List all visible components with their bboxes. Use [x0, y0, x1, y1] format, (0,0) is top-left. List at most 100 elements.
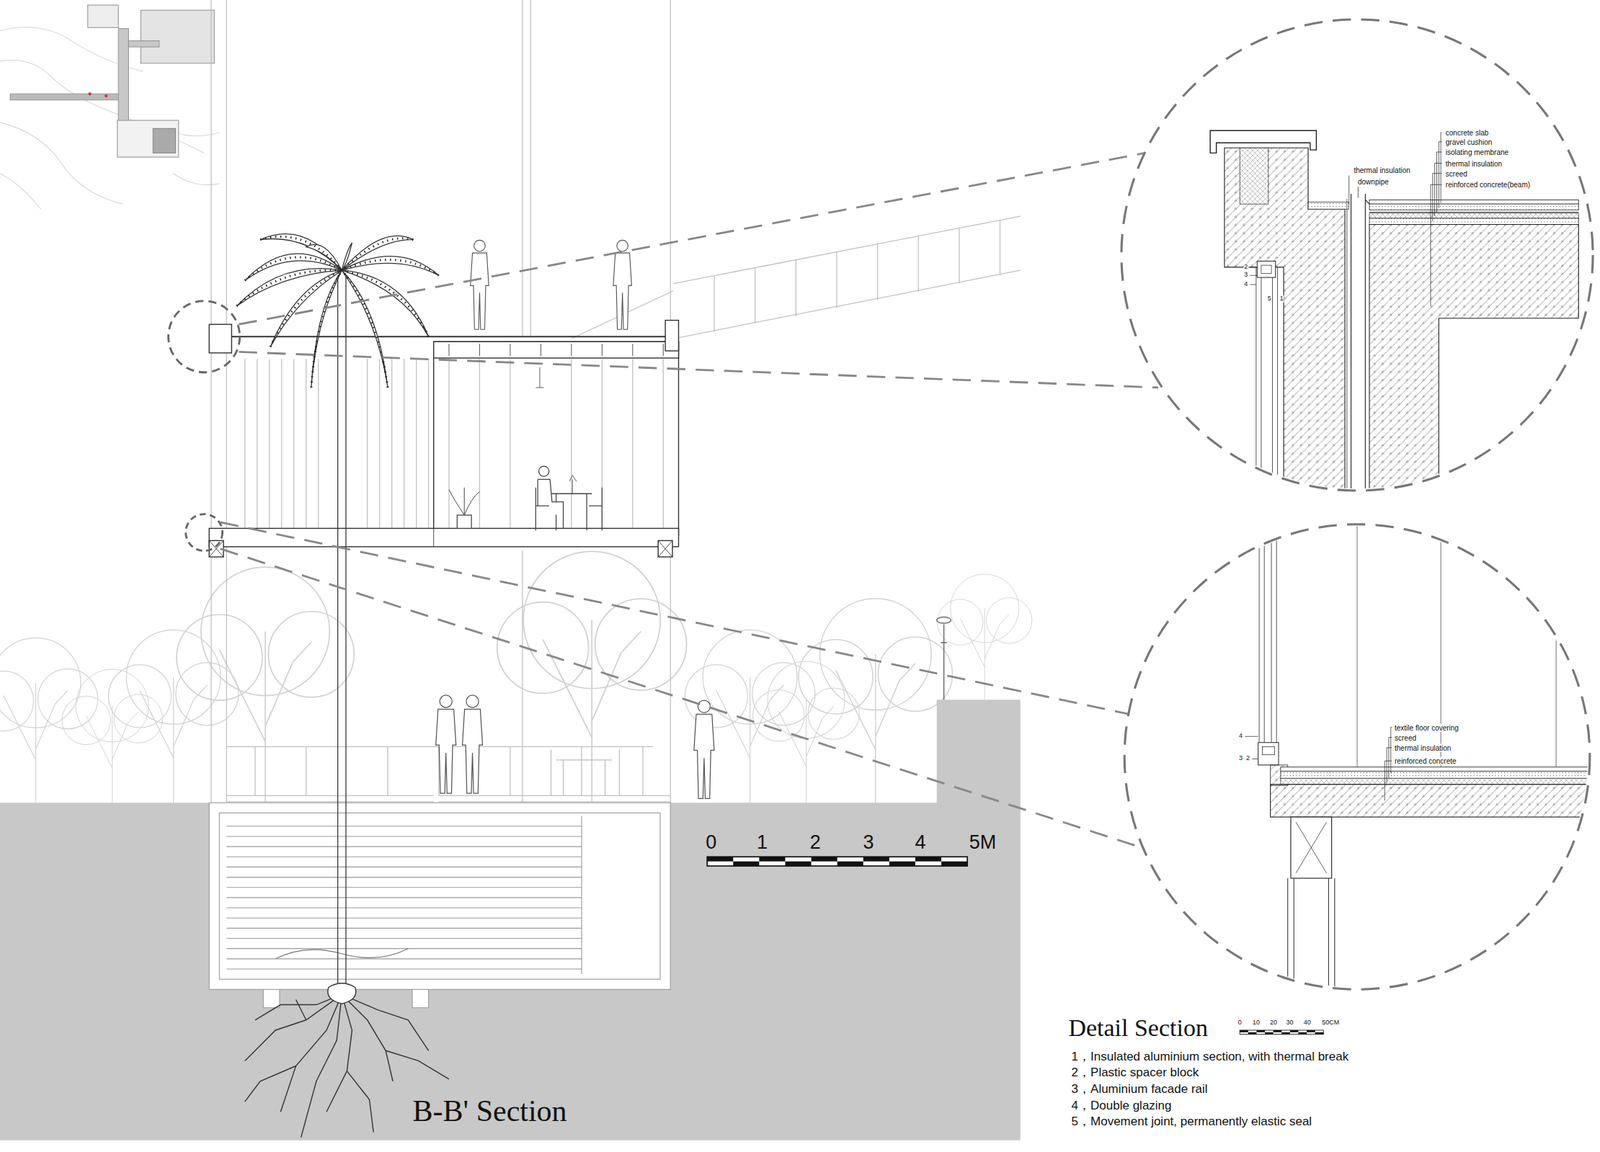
- scale-number: 0: [1238, 1019, 1242, 1028]
- building-frame: [714, 220, 1000, 332]
- background-tree: [753, 661, 860, 803]
- dining-furniture: [535, 367, 544, 388]
- upper-storey: [665, 320, 679, 351]
- scale-bar: [784, 861, 811, 867]
- leader-line: [1244, 727, 1392, 801]
- site-plan: [140, 10, 215, 64]
- scale-bar: [1298, 1032, 1307, 1035]
- person-figure: [436, 695, 457, 794]
- palm-tree: [236, 234, 439, 996]
- scale-bar: [1264, 1032, 1274, 1035]
- roof-detail: [1210, 130, 1579, 495]
- floor-detail: [1280, 778, 1600, 785]
- dining-furniture: [539, 466, 550, 477]
- roof-detail: [1239, 147, 1269, 204]
- scale-bar: [707, 856, 968, 867]
- note-line: 3，Aluminium facade rail: [1071, 1083, 1208, 1097]
- note-line: 4，Double glazing: [1071, 1099, 1172, 1113]
- background-tree: [0, 551, 1033, 803]
- material-label: screed: [1445, 169, 1469, 178]
- upper-storey: [209, 320, 679, 558]
- material-label: isolating membrane: [1445, 148, 1510, 157]
- projection-line: [220, 152, 1159, 850]
- roof-detail: [1346, 198, 1348, 496]
- dining-furniture: [449, 487, 480, 516]
- scale-bar: [758, 856, 785, 862]
- detail-heading: Detail Section: [1068, 1014, 1208, 1042]
- upper-storey: [209, 335, 679, 338]
- leader-line: [1357, 186, 1359, 199]
- scale-bar: [1306, 1030, 1316, 1033]
- material-label: gravel cushion: [1445, 137, 1493, 146]
- person-figure: [462, 695, 483, 794]
- material-label: thermal insulation: [1393, 743, 1452, 752]
- basement: [209, 802, 671, 1009]
- leader-line: [1348, 175, 1350, 205]
- roof-detail: [1261, 265, 1272, 274]
- scale-bar: [1239, 1030, 1324, 1035]
- scale-number: 5M: [969, 832, 997, 855]
- floor-detail: [1357, 520, 1557, 768]
- roof-detail: [1369, 199, 1579, 204]
- floor-detail: [1270, 784, 1600, 818]
- scale-bar: [707, 856, 733, 862]
- roof-detail: [1224, 147, 1345, 495]
- material-label: screed: [1393, 733, 1417, 742]
- scale-bar: [1239, 1030, 1249, 1033]
- scale-number: 1: [756, 832, 768, 855]
- callout-number: 3: [1243, 271, 1249, 279]
- projection-line: [220, 549, 1146, 850]
- site-plan: [87, 92, 91, 96]
- person-figure: [470, 240, 489, 330]
- projection-line: [238, 152, 1145, 325]
- person-figure: [694, 700, 715, 799]
- leader-line: [1386, 748, 1392, 785]
- roof-detail: [1369, 211, 1579, 213]
- leader-line: [1390, 727, 1392, 774]
- scale-bar: [1273, 1030, 1283, 1033]
- palm-tree: [236, 236, 439, 388]
- callout-number: 2: [1243, 263, 1249, 271]
- scale-number: 10: [1252, 1019, 1260, 1028]
- building-frame: [211, 0, 1021, 803]
- section-title: B-B' Section: [412, 1094, 568, 1128]
- material-label: reinforced concrete: [1393, 757, 1458, 766]
- note-line: 1，Insulated aluminium section, with ther…: [1071, 1050, 1350, 1064]
- roof-detail: [1308, 201, 1350, 210]
- scale-number: 3: [862, 832, 874, 855]
- site-plan: [0, 122, 123, 204]
- basement: [209, 802, 671, 990]
- projection-line: [220, 522, 1129, 715]
- scale-bar: [863, 856, 890, 862]
- material-label: concrete slab: [1445, 129, 1490, 137]
- palm-tree: [341, 270, 388, 388]
- palm-roots: [341, 994, 393, 1082]
- scale-bar: [941, 861, 968, 867]
- site-plan: [152, 128, 176, 153]
- lamp-post: [940, 624, 947, 700]
- upper-storey: [658, 540, 673, 558]
- upper-storey: [449, 343, 664, 357]
- person-figure: [436, 240, 715, 799]
- roof-detail: [1210, 130, 1317, 153]
- scale-number: 50CM: [1321, 1019, 1340, 1028]
- site-plan: [173, 173, 220, 186]
- site-plan: [10, 93, 125, 100]
- leader-line: [1388, 738, 1392, 780]
- lamp-post: [936, 617, 952, 701]
- palm-tree: [338, 275, 346, 995]
- site-plan: [0, 5, 220, 210]
- scale-number: 40: [1303, 1019, 1311, 1028]
- floor-detail: [1259, 520, 1277, 744]
- palm-roots: [255, 994, 342, 1020]
- upper-storey: [209, 528, 679, 547]
- roof-detail: [1369, 218, 1579, 225]
- background-tree: [798, 598, 953, 803]
- floor-detail: [1258, 743, 1279, 766]
- background-tree: [0, 637, 99, 803]
- leader-line: [1434, 163, 1443, 217]
- scale-bar: [1290, 1030, 1299, 1033]
- background-tree: [176, 567, 354, 803]
- palm-roots: [301, 994, 343, 1138]
